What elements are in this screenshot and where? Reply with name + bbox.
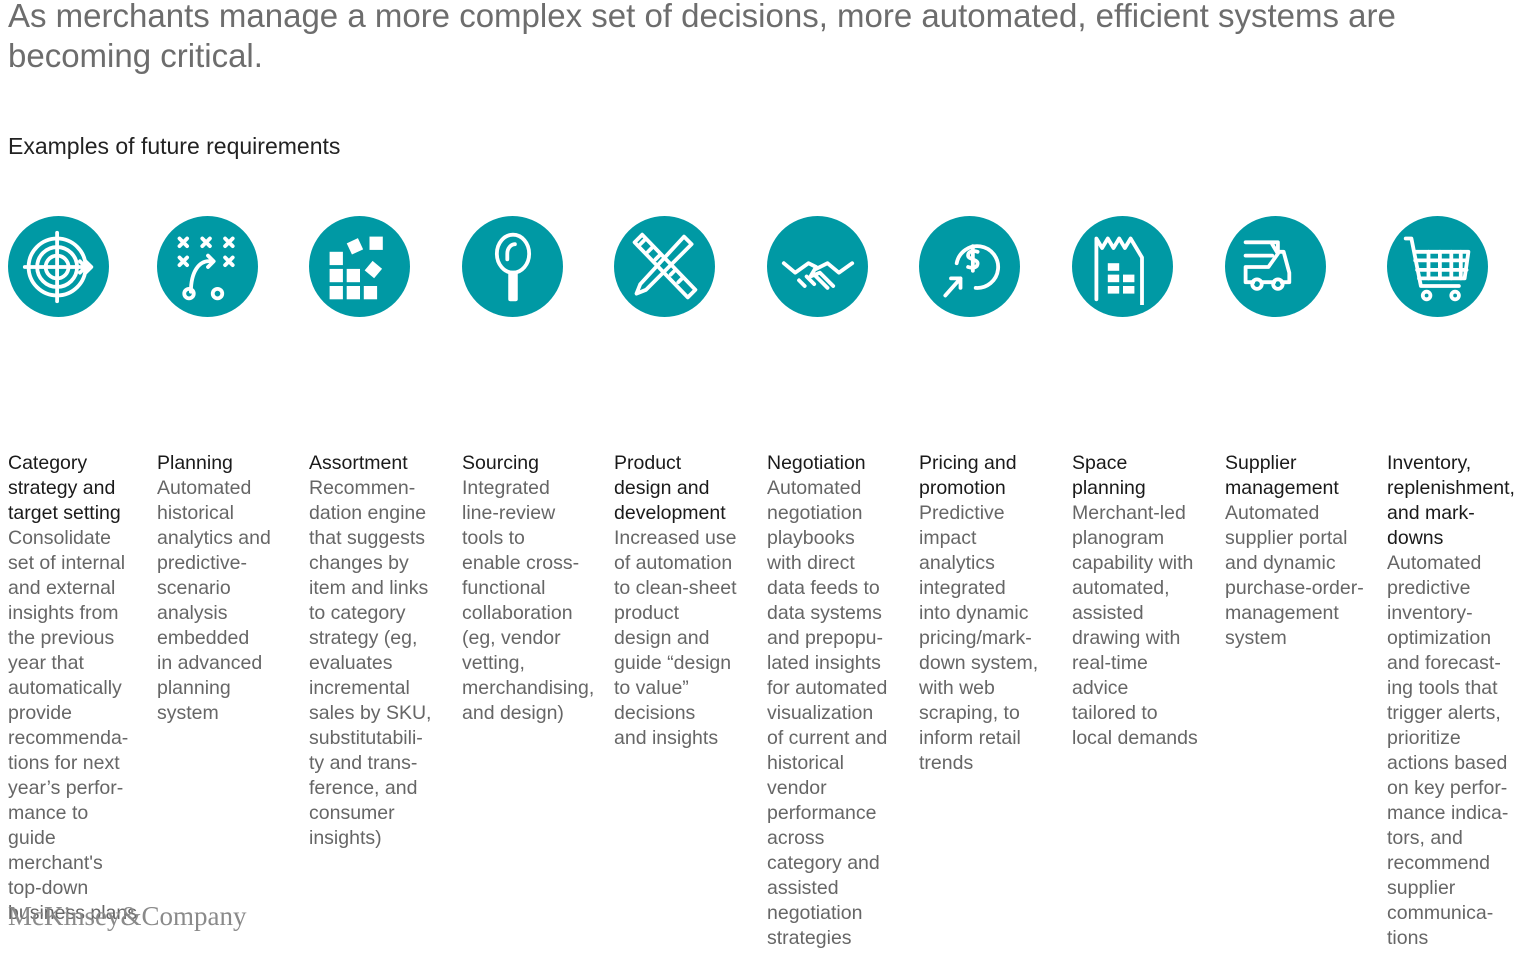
requirement-1: Category strategy and target setting Con… — [8, 216, 137, 926]
requirement-description: Integrated line-review tools to enable c… — [462, 477, 595, 724]
ruler-pencil-icon — [614, 216, 715, 317]
requirement-10: Inventory, replenishment, and mark- down… — [1387, 216, 1515, 951]
requirement-9: Supplier management Automated supplier p… — [1225, 216, 1364, 651]
subtitle: Examples of future requirements — [8, 133, 341, 159]
truck-icon — [1225, 216, 1326, 317]
requirement-5: Product design and development Increased… — [614, 216, 737, 751]
requirement-description: Recommen- dation engine that suggests ch… — [309, 477, 432, 849]
playbook-icon — [157, 216, 258, 317]
magnifier-icon — [462, 216, 563, 317]
requirement-description: Consolidate set of internal and external… — [8, 527, 137, 924]
requirement-title: Category strategy and target setting — [8, 452, 121, 524]
target-icon — [8, 216, 109, 317]
requirement-title: Assortment — [309, 452, 408, 474]
requirement-title: Product design and development — [614, 452, 726, 524]
requirement-description: Increased use of automation to clean-she… — [614, 527, 737, 749]
requirement-title: Pricing and promotion — [919, 452, 1017, 499]
requirement-description: Predictive impact analytics integrated i… — [919, 502, 1039, 774]
requirement-8: Space planning Merchant-led planogram ca… — [1072, 216, 1198, 751]
requirement-2: Planning Automated historical analytics … — [157, 216, 271, 726]
requirement-4: Sourcing Integrated line-review tools to… — [462, 216, 594, 726]
dollar-cycle-icon — [919, 216, 1020, 317]
requirement-description: Merchant-led planogram capability with a… — [1072, 502, 1198, 749]
blocks-icon — [309, 216, 410, 317]
requirement-title: Planning — [157, 452, 233, 474]
requirement-6: Negotiation Automated negotiation playbo… — [767, 216, 887, 951]
mckinsey-logo: McKinsey&Company — [8, 901, 247, 931]
requirement-7: Pricing and promotion Predictive impact … — [919, 216, 1038, 776]
requirement-description: Automated negotiation playbooks with dir… — [767, 477, 888, 949]
headline: As merchants manage a more complex set o… — [8, 0, 1396, 74]
requirement-description: Automated historical analytics and predi… — [157, 477, 271, 724]
requirement-title: Space planning — [1072, 452, 1146, 499]
warehouse-icon — [1072, 216, 1173, 317]
requirement-title: Negotiation — [767, 452, 866, 474]
requirement-3: Assortment Recommen- dation engine that … — [309, 216, 431, 851]
requirement-title: Supplier management — [1225, 452, 1339, 499]
handshake-icon — [767, 216, 868, 317]
requirement-description: Automated predictive inventory- optimiza… — [1387, 552, 1509, 949]
requirement-title: Sourcing — [462, 452, 539, 474]
cart-icon — [1387, 216, 1488, 317]
requirement-description: Automated supplier portal and dynamic pu… — [1225, 502, 1364, 649]
requirement-title: Inventory, replenishment, and mark- down… — [1387, 452, 1515, 549]
